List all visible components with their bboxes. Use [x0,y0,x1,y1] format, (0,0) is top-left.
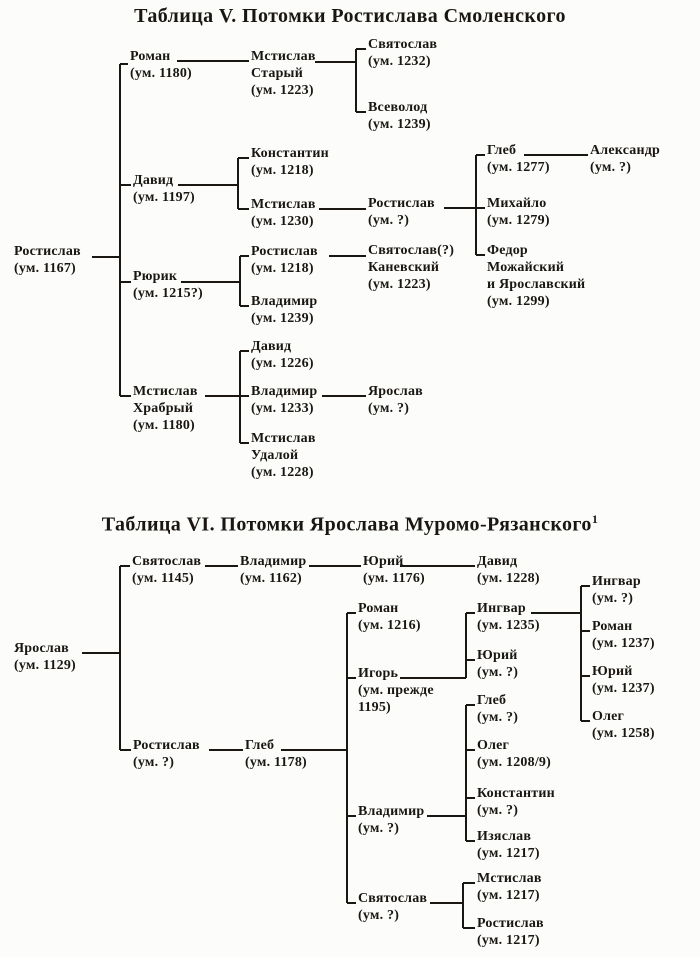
t5-person-vsevolod-1239: Всеволод (ум. 1239) [368,100,431,132]
t6-person-svyatoslav-1145: Святослав (ум. 1145) [132,554,202,586]
t5-person-svyatoslav-1232: Святослав (ум. 1232) [368,37,438,69]
t6-person-yuri-1176: Юрий (ум. 1176) [363,554,425,586]
t5-person-mstislav-stary: Мстислав Старый (ум. 1223) [251,49,316,98]
t6-person-vladimir-1162: Владимир (ум. 1162) [240,554,307,586]
t6-person-rostislav-unk: Ростислав (ум. ?) [133,738,200,770]
t6-person-svyatoslav-unk: Святослав (ум. ?) [358,891,428,923]
table-vi-title-text: Таблица VI. Потомки Ярослава Муромо-Ряза… [101,513,592,536]
connector-ingvar1235-children [531,585,590,722]
connector-david1197-children [178,157,249,210]
t5-person-ryurik-1215: Рюрик (ум. 1215?) [133,269,203,301]
connector-gleb1178-children [281,612,356,904]
t6-person-vladimir-unk: Владимир (ум. ?) [358,804,425,836]
t5-person-konstantin-1218: Константин (ум. 1218) [251,146,329,178]
t6-person-rostislav-1217: Ростислав (ум. 1217) [477,916,544,948]
connector-igor-children [400,612,475,679]
t5-person-rostislav-1167: Ростислав (ум. 1167) [14,244,81,276]
t6-person-david-1228: Давид (ум. 1228) [477,554,540,586]
t6-person-oleg-1208: Олег (ум. 1208/9) [477,738,551,770]
t5-person-fedor-1299: Федор Можайский и Ярославский (ум. 1299) [487,243,586,309]
connector-svyatoslav-unk-children [430,882,475,929]
connector-ryurik-children [181,255,249,307]
t5-person-rostislav-unk: Ростислав (ум. ?) [368,196,435,228]
connector-vladimir-unk-children [427,704,475,842]
table-v-title: Таблица V. Потомки Ростислава Смоленског… [0,4,700,28]
t6-person-ingvar-unk: Ингвар (ум. ?) [592,574,641,606]
t6-person-yaroslav-1129: Ярослав (ум. 1129) [14,641,76,673]
t5-person-david-1197: Давид (ум. 1197) [133,173,195,205]
t5-person-aleksandr-unk: Александр (ум. ?) [590,143,661,175]
table-vi-title: Таблица VI. Потомки Ярослава Муромо-Ряза… [0,507,700,537]
t6-person-izyaslav-1217: Изяслав (ум. 1217) [477,829,540,861]
t5-person-david-1226: Давид (ум. 1226) [251,339,314,371]
t6-person-yuri-1237: Юрий (ум. 1237) [592,664,655,696]
table-vi-footnote-mark: 1 [591,512,599,526]
connector-rostislav1167-children [92,63,131,397]
t6-person-mstislav-1217: Мстислав (ум. 1217) [477,871,542,903]
t5-person-roman-1180: Роман (ум. 1180) [130,49,192,81]
t6-person-oleg-1258: Олег (ум. 1258) [592,709,655,741]
t5-person-mikhailo-1279: Михайло (ум. 1279) [487,196,550,228]
t6-person-ingvar-1235: Ингвар (ум. 1235) [477,601,540,633]
t5-person-svyatoslav-kanevsky: Святослав(?) Каневский (ум. 1223) [368,243,455,292]
t6-person-gleb-unk: Глеб (ум. ?) [477,693,519,725]
t6-person-konstantin-unk: Константин (ум. ?) [477,786,555,818]
t6-person-yuri-unk: Юрий (ум. ?) [477,648,519,680]
t5-person-mstislav-1230: Мстислав (ум. 1230) [251,197,316,229]
t6-person-gleb-1178: Глеб (ум. 1178) [245,738,307,770]
table-v-title-text: Таблица V. Потомки Ростислава Смоленског… [134,5,566,27]
connector-mstislav-stary-children [315,48,366,113]
t5-person-vladimir-1233: Владимир (ум. 1233) [251,384,318,416]
connector-mstislav-hrabry-children [205,350,249,444]
t6-person-roman-1237: Роман (ум. 1237) [592,619,655,651]
t5-person-rostislav-1218: Ростислав (ум. 1218) [251,244,318,276]
t6-person-roman-1216: Роман (ум. 1216) [358,601,421,633]
t5-person-vladimir-1239: Владимир (ум. 1239) [251,294,318,326]
t5-person-gleb-1277: Глеб (ум. 1277) [487,143,550,175]
t6-person-igor-1195: Игорь (ум. прежде 1195) [358,666,434,715]
t5-person-mstislav-hrabry: Мстислав Храбрый (ум. 1180) [133,384,198,433]
connector-yaroslav1129-children [82,565,131,751]
connector-rostislav-unk-children [444,154,485,256]
t5-person-yaroslav-unk: Ярослав (ум. ?) [368,384,423,416]
t5-person-mstislav-udaloy: Мстислав Удалой (ум. 1228) [251,431,316,480]
